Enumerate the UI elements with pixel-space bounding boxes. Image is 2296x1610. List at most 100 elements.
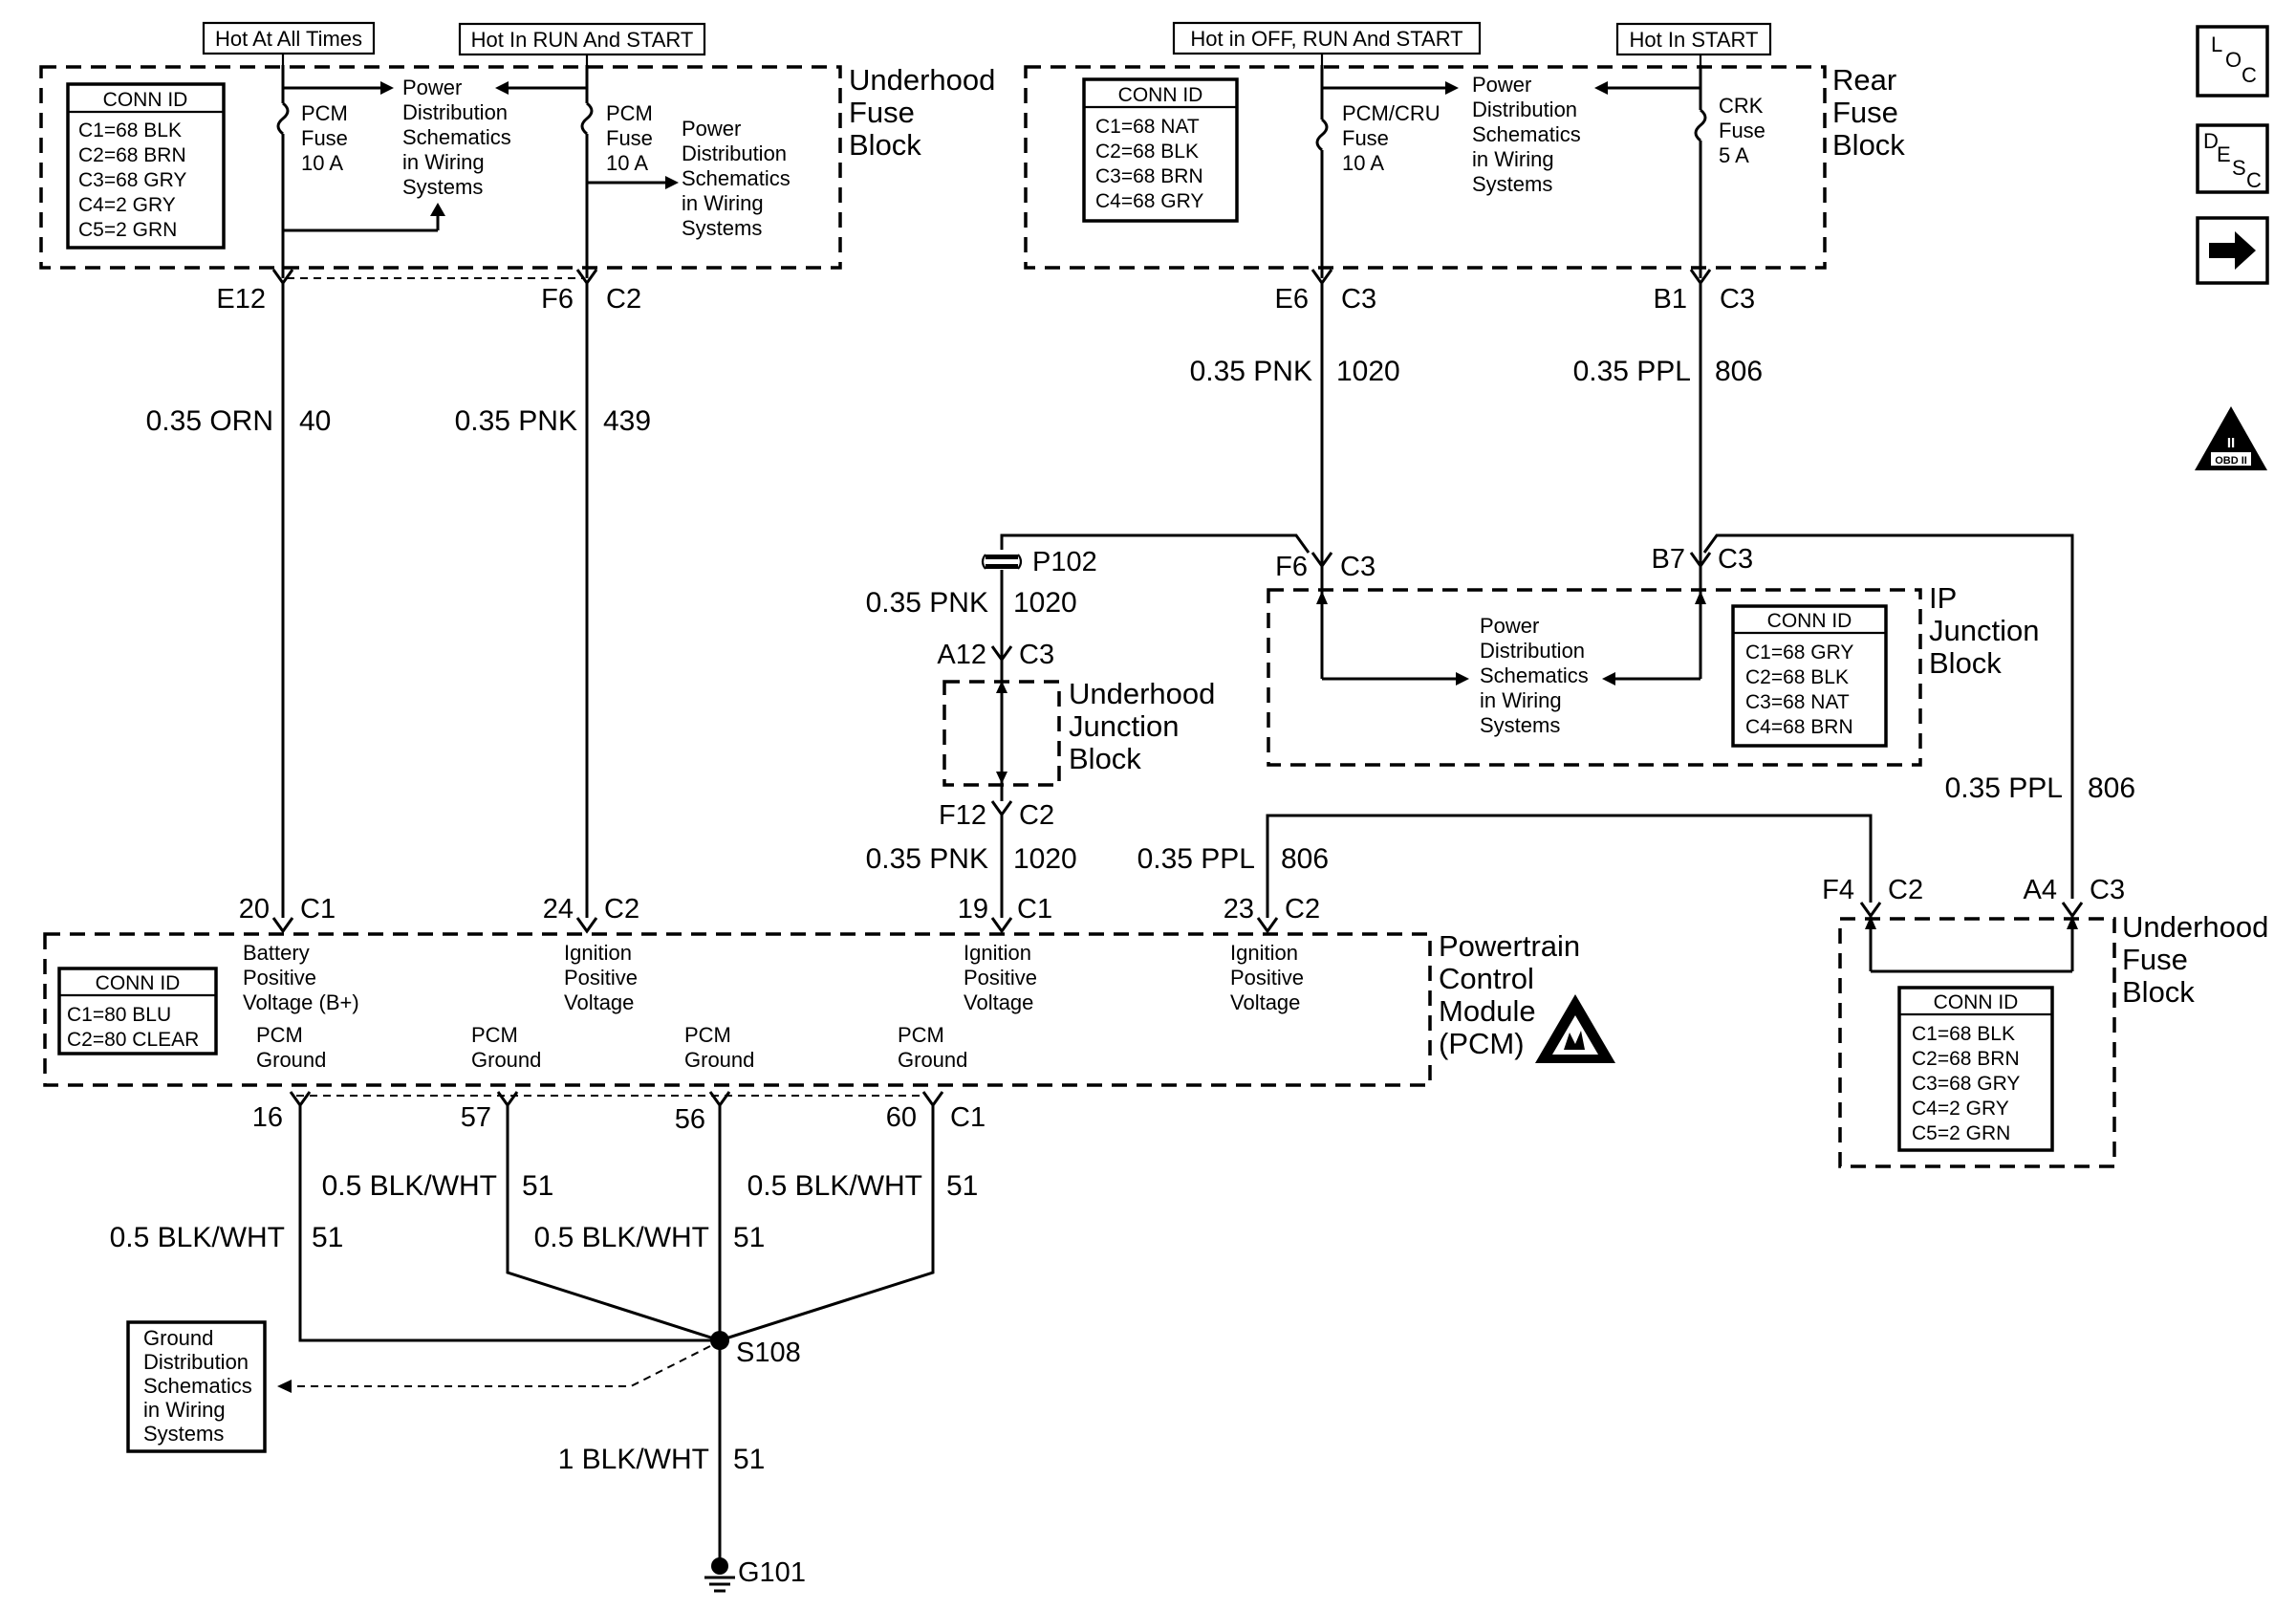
svg-text:1020: 1020: [1336, 356, 1400, 387]
loc-icon[interactable]: L O C: [2196, 25, 2269, 98]
svg-text:PCM: PCM: [256, 1023, 303, 1047]
wire-ground-main: 1 BLK/WHT 51: [558, 1340, 765, 1560]
wire-ppl-806-pcm: 0.35 PPL 806: [1137, 814, 1873, 918]
svg-text:Power: Power: [682, 117, 741, 141]
svg-text:0.35 PNK: 0.35 PNK: [455, 405, 577, 437]
svg-text:Underhood: Underhood: [1069, 677, 1215, 710]
svg-text:0.5 BLK/WHT: 0.5 BLK/WHT: [747, 1170, 922, 1202]
ground-g101: G101: [704, 1557, 806, 1593]
wire-circuit-p102: 1020: [1013, 587, 1077, 619]
svg-text:Junction: Junction: [1929, 614, 2039, 647]
connector-b7-c3: B7 C3: [1652, 544, 1754, 575]
svg-text:S: S: [2232, 156, 2246, 180]
svg-text:0.35 PNK: 0.35 PNK: [1190, 356, 1312, 387]
svg-text:in Wiring: in Wiring: [682, 191, 764, 215]
svg-text:C3=68 NAT: C3=68 NAT: [1745, 691, 1850, 713]
header-hot-in-run-and-start: Hot In RUN And START: [458, 22, 706, 65]
svg-text:IP: IP: [1929, 581, 1957, 615]
wire-ground-56: 0.5 BLK/WHT 51: [534, 1105, 765, 1340]
svg-text:51: 51: [733, 1222, 765, 1253]
svg-text:Schematics: Schematics: [1480, 664, 1589, 687]
svg-text:0.35 PNK: 0.35 PNK: [866, 843, 988, 875]
svg-text:Voltage: Voltage: [1230, 990, 1300, 1014]
svg-text:C1: C1: [1017, 894, 1052, 925]
svg-text:Block: Block: [1069, 742, 1141, 775]
svg-text:Rear: Rear: [1832, 63, 1896, 97]
svg-text:Voltage: Voltage: [964, 990, 1033, 1014]
obd-ii-icon: II OBD II: [2195, 406, 2267, 470]
svg-text:Fuse: Fuse: [1342, 126, 1389, 150]
svg-text:23: 23: [1224, 894, 1254, 925]
ground-distribution-ref: Ground Distribution Schematics in Wiring…: [126, 1320, 711, 1453]
ip-junction-block: IP Junction Block Power Distribution Sch…: [1267, 566, 2039, 767]
svg-text:in Wiring: in Wiring: [1472, 147, 1554, 171]
svg-text:C2=68 BLK: C2=68 BLK: [1095, 141, 1199, 163]
svg-text:in Wiring: in Wiring: [1480, 688, 1562, 712]
svg-text:Battery: Battery: [243, 941, 310, 965]
svg-text:Power: Power: [1472, 73, 1531, 97]
svg-text:C3: C3: [1019, 640, 1054, 670]
svg-text:Junction: Junction: [1069, 709, 1179, 743]
svg-text:16: 16: [252, 1102, 283, 1133]
svg-text:PCM: PCM: [606, 101, 653, 125]
svg-text:C2=68 BLK: C2=68 BLK: [1745, 666, 1849, 688]
svg-text:PCM: PCM: [684, 1023, 731, 1047]
svg-text:C: C: [2242, 63, 2257, 87]
svg-text:Hot In START: Hot In START: [1630, 28, 1759, 52]
splice-s108: S108: [710, 1331, 801, 1368]
desc-icon[interactable]: D E S C: [2196, 123, 2269, 194]
svg-text:in Wiring: in Wiring: [402, 150, 485, 174]
svg-text:A4: A4: [2024, 875, 2057, 905]
svg-text:Fuse: Fuse: [2122, 943, 2188, 976]
wire-ppl-806-rear: 0.35 PPL 806: [1573, 283, 1763, 566]
svg-text:F6: F6: [541, 284, 574, 315]
connector-pcm-24-c2: 24 C2: [543, 894, 639, 934]
wire-pnk-1020-rear: 0.35 PNK 1020: [1190, 283, 1400, 566]
svg-text:0.5 BLK/WHT: 0.5 BLK/WHT: [110, 1222, 285, 1253]
connector-a4-c3: A4 C3: [2024, 875, 2125, 919]
svg-text:Underhood: Underhood: [849, 63, 995, 97]
svg-text:C3=68 BRN: C3=68 BRN: [1095, 165, 1203, 187]
conn-id-table: CONN ID C1=68 BLK C2=68 BRN C3=68 GRY C4…: [1897, 986, 2054, 1152]
arrow-right-icon[interactable]: [2196, 216, 2269, 285]
svg-text:0.5 BLK/WHT: 0.5 BLK/WHT: [322, 1170, 497, 1202]
svg-text:Positive: Positive: [243, 966, 316, 990]
svg-text:CRK: CRK: [1719, 94, 1764, 118]
svg-text:Ground: Ground: [256, 1048, 326, 1072]
svg-text:10 A: 10 A: [1342, 151, 1384, 175]
svg-text:439: 439: [603, 405, 651, 437]
connector-f4-c2: F4 C2: [1822, 875, 1923, 919]
svg-text:C3: C3: [1341, 284, 1376, 315]
wire-gauge-p102: 0.35 PNK: [866, 587, 988, 619]
power-dist-ref-2: Power Distribution Schematics in Wiring …: [682, 117, 791, 240]
svg-text:Fuse: Fuse: [1832, 96, 1898, 129]
header-hot-in-start: Hot In START: [1615, 22, 1772, 65]
svg-text:CONN ID: CONN ID: [1118, 84, 1203, 106]
svg-text:A12: A12: [937, 640, 986, 670]
conn-id-table: CONN ID C1=68 GRY C2=68 BLK C3=68 NAT C4…: [1731, 604, 1888, 748]
fuse-label-2: PCM Fuse 10 A: [606, 101, 653, 175]
wire-pnk-439: 0.35 PNK 439: [455, 283, 651, 918]
connector-a12-c3: A12 C3: [937, 640, 1054, 670]
svg-text:57: 57: [461, 1102, 491, 1133]
underhood-fuse-block-right: Underhood Fuse Block CONN ID C1=68 BLK C…: [1838, 910, 2268, 1168]
svg-text:Positive: Positive: [1230, 966, 1304, 990]
svg-text:C1=80 BLU: C1=80 BLU: [67, 1004, 171, 1026]
label-pcm-ground-1: PCM Ground: [256, 1023, 326, 1072]
svg-text:C1: C1: [950, 1102, 986, 1133]
svg-text:0.35 ORN: 0.35 ORN: [146, 405, 273, 437]
svg-text:Voltage: Voltage: [564, 990, 634, 1014]
connector-e6-c3: E6 C3: [1275, 269, 1376, 315]
svg-text:E12: E12: [216, 284, 266, 315]
svg-text:CONN ID: CONN ID: [103, 89, 188, 111]
power-dist-ref-3: Power Distribution Schematics in Wiring …: [1472, 73, 1581, 196]
svg-text:CONN ID: CONN ID: [96, 972, 181, 994]
svg-text:51: 51: [312, 1222, 343, 1253]
svg-text:C3: C3: [1340, 552, 1375, 582]
svg-text:0.35 PPL: 0.35 PPL: [1137, 843, 1255, 875]
svg-text:Systems: Systems: [1480, 713, 1560, 737]
wire-ppl-806-ip-to-fuse: 0.35 PPL 806: [1702, 533, 2135, 899]
conn-id-table: CONN ID C1=80 BLU C2=80 CLEAR: [57, 967, 218, 1055]
svg-text:10 A: 10 A: [301, 151, 343, 175]
